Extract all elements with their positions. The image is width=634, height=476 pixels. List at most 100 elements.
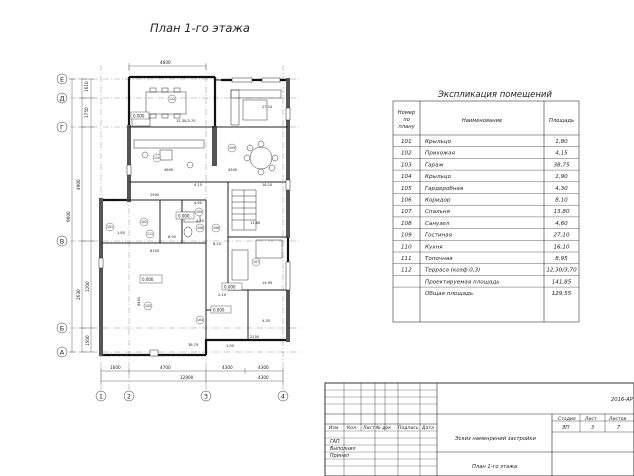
room-number: 106 [401, 198, 412, 204]
stamp-sheet-name: План 1-го этажа [472, 464, 517, 470]
dim-bottom-right: 4300 [258, 375, 269, 380]
stamp-lists-val: 7 [617, 425, 620, 431]
row-axis-markers: Е Д Г В Б А [56, 73, 68, 358]
stamp-lists-head: Листов [608, 416, 626, 422]
interior-dim: 6100 [150, 249, 160, 253]
room-number: 110 [401, 244, 412, 250]
room-number: 109 [401, 233, 412, 239]
level-marks: 0.000 0.000 0.000 0.000 0.000 [130, 111, 243, 314]
interior-dim: 12.30/3.70 [176, 119, 196, 123]
stamp-stage-val: ЭП [561, 425, 569, 431]
interior-dim: 16.10 [262, 183, 273, 187]
level-mark: 0.000 [178, 214, 190, 219]
room-tag-label: 111 [147, 232, 153, 236]
dim-bottom-2: 4700 [160, 365, 171, 370]
axis-bubble-v [56, 235, 68, 247]
axis-bubble-2 [123, 390, 135, 402]
room-area: 13,80 [553, 209, 569, 215]
stairs [231, 189, 257, 231]
axis-bubble-1 [95, 390, 107, 402]
col-axis-markers: 1 2 3 4 [95, 390, 289, 402]
dim-top-1: 4600 [160, 60, 171, 65]
room-tag-circle [105, 222, 115, 232]
fixtures [133, 139, 283, 281]
header-number-line: плану [398, 124, 415, 130]
stamp-col-kol: Кол [347, 425, 356, 431]
dim-bottom-total: 12900 [180, 375, 194, 380]
room-name: Крыльцо [425, 139, 452, 145]
interior-dim: 2900 [150, 193, 160, 197]
room-tag-label: 105 [196, 210, 202, 214]
room-number: 112 [401, 268, 412, 274]
level-mark: 0.000 [213, 308, 225, 313]
room-tag-circle [152, 153, 162, 163]
room-tag-circle [145, 229, 155, 239]
room-area: 38,75 [553, 162, 569, 168]
room-area: 8,95 [555, 256, 568, 262]
stamp-role-done: Выполнил [330, 446, 356, 452]
interior-dim: 6490 [137, 296, 141, 306]
interior-dim: 14.90 [262, 281, 273, 285]
dim-left-2: 1750 [84, 107, 89, 118]
interior-dim: 4.45 [196, 219, 204, 223]
plan-title: План 1-го этажа [150, 21, 250, 35]
room-area: 4,15 [555, 151, 568, 157]
room-tag-circle [195, 223, 205, 233]
room-number: 102 [401, 151, 412, 157]
axis-label-2: 2 [127, 393, 131, 401]
explication-table [392, 100, 580, 323]
dim-left-7: 2630 [76, 289, 81, 300]
axis-bubble-b [56, 322, 68, 334]
explication-row-lines [393, 146, 579, 288]
room-number: 104 [401, 174, 412, 180]
interior-dim: 13.80 [250, 221, 261, 225]
stamp-col-izm: Изм [329, 425, 339, 431]
room-tag-label: 108 [197, 226, 203, 230]
room-number: 101 [401, 139, 412, 145]
dim-left-3: 9600 [66, 211, 71, 222]
level-mark: 0.000 [133, 114, 145, 119]
room-tag-label: 101 [107, 225, 113, 229]
room-tag-label: 104 [197, 318, 203, 322]
stamp-role-gap: ГАП [330, 439, 340, 445]
total-name: Проектируемая площадь [425, 279, 500, 285]
stamp-col-list: Лист [362, 425, 375, 431]
dim-bottom-1: 1600 [110, 365, 121, 370]
explication-title: Экспликация помещений [437, 90, 552, 100]
stamp-list-val: 3 [591, 425, 594, 431]
room-area: 1,90 [555, 174, 568, 180]
axis-bubble-g [56, 121, 68, 133]
interior-dim: 27.10 [262, 105, 273, 109]
stamp-list-head: Лист [584, 416, 597, 422]
axis-label-d: Д [59, 95, 64, 103]
header-area: Площадь [549, 118, 574, 124]
room-number: 105 [401, 186, 412, 192]
room-tag-circle [194, 207, 204, 217]
interior-dims: 4600 4300 2900 6100 12.30/3.70 38.75 16.… [117, 105, 273, 348]
room-tag-circle [143, 301, 153, 311]
room-number: 108 [401, 221, 412, 227]
room-area: 8,10 [555, 198, 568, 204]
interior-dim: 1.90 [226, 344, 235, 348]
room-tag-circle [195, 315, 205, 325]
room-area: 4,30 [555, 186, 568, 192]
room-number: 107 [401, 209, 412, 215]
room-area: 16,10 [553, 244, 569, 250]
room-name: Спальня [425, 209, 451, 215]
room-area: 1,80 [555, 139, 568, 145]
room-area: 12,30/3,70 [546, 268, 577, 274]
windows [98, 77, 291, 291]
garage-door [110, 349, 190, 357]
axis-bubble-e [56, 73, 68, 85]
room-tag-label: 110 [154, 156, 160, 160]
dim-left-1: 1610 [84, 81, 89, 92]
living-furniture [230, 89, 282, 176]
room-name: Терраса (коэф.0,3) [425, 268, 480, 274]
room-area: 27,10 [553, 233, 569, 239]
stamp-col-sign: Подпись [398, 425, 419, 431]
axis-label-1: 1 [99, 393, 103, 401]
dim-bottom-4: 4300 [258, 365, 269, 370]
axis-label-a: А [60, 349, 65, 357]
